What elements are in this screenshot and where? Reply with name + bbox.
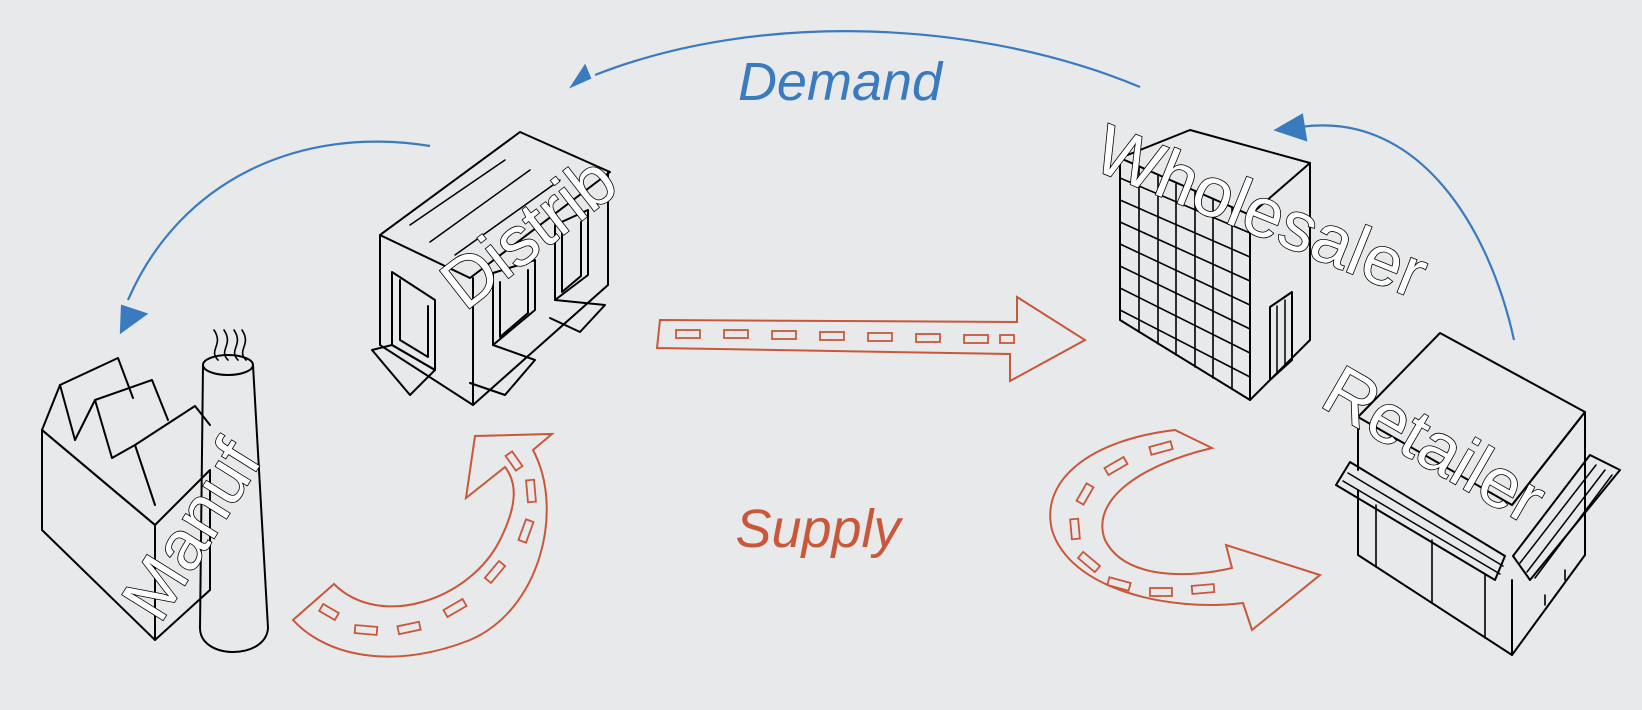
demand-arrows: [119, 30, 1516, 341]
demand-arrow-retailer-to-wholesaler: [1299, 124, 1516, 341]
demand-arrow-wholesaler-to-distributor: [594, 30, 1141, 89]
demand-arrow-distributor-to-manufacturer: [126, 140, 431, 301]
demand-label: Demand: [738, 52, 944, 112]
warehouse-icon: [371, 131, 611, 406]
supply-label: Supply: [735, 499, 903, 559]
curved-arrow-icon: [291, 432, 555, 658]
road-arrow-icon: [655, 295, 1087, 383]
office-building-icon: [1119, 129, 1311, 401]
supply-arrows: [291, 295, 1323, 658]
demand-arrowhead-right: [1273, 113, 1308, 142]
store-icon: [1335, 332, 1621, 656]
factory-icon: [41, 329, 269, 653]
demand-arrowhead-top: [569, 63, 592, 89]
curved-arrow-icon: [1049, 428, 1323, 632]
demand-arrowhead-left: [119, 304, 149, 335]
